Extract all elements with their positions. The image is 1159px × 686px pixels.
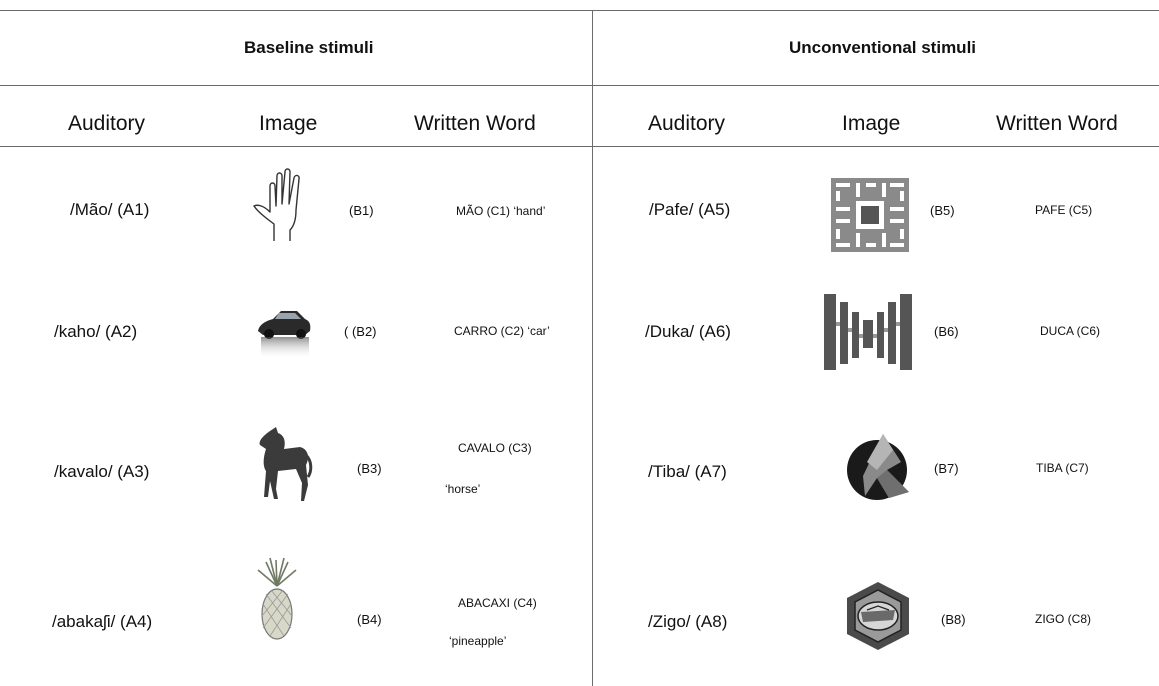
baseline-written-header: Written Word bbox=[414, 112, 536, 135]
unconventional-image-label-3: (B7) bbox=[934, 461, 959, 476]
baseline-written-4b: ‘pineapple’ bbox=[449, 634, 507, 648]
unconventional-auditory-4: /Zigo/ (A8) bbox=[648, 612, 728, 631]
maze-square-icon bbox=[831, 178, 909, 252]
baseline-written-4a: ABACAXI (C4) bbox=[458, 596, 537, 610]
baseline-image-header: Image bbox=[259, 112, 318, 135]
hand-icon bbox=[253, 168, 300, 241]
baseline-written-1: MÃO (C1) ‘hand’ bbox=[456, 204, 546, 218]
table-top-rule bbox=[0, 10, 1159, 11]
baseline-written-2: CARRO (C2) ‘car’ bbox=[454, 324, 550, 338]
baseline-section-title: Baseline stimuli bbox=[244, 38, 374, 57]
horse-icon bbox=[259, 427, 313, 501]
car-icon bbox=[258, 311, 311, 359]
baseline-image-label-1: (B1) bbox=[349, 203, 374, 218]
unconventional-written-4: ZIGO (C8) bbox=[1035, 612, 1091, 626]
hexagon-emblem-icon bbox=[847, 582, 909, 650]
baseline-image-label-2: ( (B2) bbox=[344, 324, 377, 339]
baseline-auditory-2: /kaho/ (A2) bbox=[54, 322, 138, 341]
baseline-image-label-4: (B4) bbox=[357, 612, 382, 627]
unconventional-written-2: DUCA (C6) bbox=[1040, 324, 1101, 338]
unconventional-written-1: PAFE (C5) bbox=[1035, 203, 1093, 217]
baseline-auditory-header: Auditory bbox=[68, 112, 146, 135]
unconventional-written-header: Written Word bbox=[996, 112, 1118, 135]
baseline-written-3a: CAVALO (C3) bbox=[458, 441, 532, 455]
unconventional-image-label-4: (B8) bbox=[941, 612, 966, 627]
baseline-auditory-1: /Mão/ (A1) bbox=[70, 200, 150, 219]
unconventional-auditory-header: Auditory bbox=[648, 112, 726, 135]
baseline-auditory-4: /abakaʃi/ (A4) bbox=[52, 612, 153, 631]
baseline-auditory-3: /kavalo/ (A3) bbox=[54, 462, 150, 481]
unconventional-written-3: TIBA (C7) bbox=[1036, 461, 1089, 475]
unconventional-auditory-3: /Tiba/ (A7) bbox=[648, 462, 727, 481]
baseline-image-label-3: (B3) bbox=[357, 461, 382, 476]
baseline-written-3b: ‘horse’ bbox=[445, 482, 481, 496]
unconventional-image-label-2: (B6) bbox=[934, 324, 959, 339]
unconventional-image-header: Image bbox=[842, 112, 901, 135]
unconventional-image-label-1: (B5) bbox=[930, 203, 955, 218]
unconventional-auditory-2: /Duka/ (A6) bbox=[645, 322, 731, 341]
column-divider bbox=[592, 10, 593, 686]
unconventional-auditory-1: /Pafe/ (A5) bbox=[649, 200, 731, 219]
bars-structure-icon bbox=[824, 294, 912, 370]
pineapple-icon bbox=[257, 557, 297, 640]
section-header-rule bbox=[0, 85, 1159, 86]
round-emblem-icon bbox=[847, 434, 909, 500]
unconventional-section-title: Unconventional stimuli bbox=[789, 38, 977, 57]
column-header-rule bbox=[0, 146, 1159, 147]
